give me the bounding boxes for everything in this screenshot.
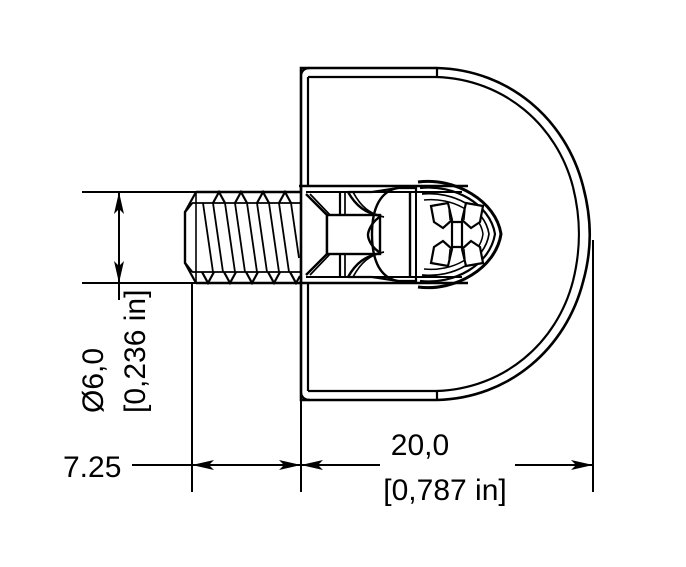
thread-crest-bot-4 (267, 271, 281, 286)
thread-length-label: 7.25 (63, 451, 121, 484)
thread-crest-bot-3 (245, 271, 259, 286)
phillips-head (417, 179, 503, 290)
housing-width-arrowhead-left (301, 460, 323, 470)
thread-crest-top-3 (256, 189, 270, 204)
phillips-cross-recess (429, 201, 485, 268)
thread-crest-bot-2 (223, 271, 237, 286)
housing-corner-fillet-bottom-left (299, 392, 311, 402)
thread-length-arrowhead-left (192, 460, 214, 470)
phillips-wing-upper-right (460, 201, 485, 230)
thread-crest-bot-5 (289, 271, 301, 286)
dimension-thread-length (132, 283, 302, 492)
phillips-wing-lower-left (429, 239, 454, 268)
cam-housing (299, 66, 592, 402)
diameter-primary-label: Ø6,0 (77, 348, 110, 413)
phillips-wing-upper-left (429, 201, 454, 230)
diameter-arrowhead-bottom (114, 261, 124, 283)
cam-shoulder-lower (348, 275, 399, 283)
thread-flank-1 (202, 202, 214, 273)
cam-barrel-outer-arc (370, 186, 399, 283)
bolt-tip-chamfer-lower (184, 262, 197, 284)
cam-flange-top (398, 186, 418, 193)
thread-flank-4 (234, 202, 246, 273)
phillips-offset-2 (463, 209, 466, 221)
bolt-tip-chamfer-upper (184, 191, 197, 213)
thread-flank-7 (268, 202, 280, 273)
phillips-head-rim-inner (421, 192, 490, 277)
thread-crest-top-1 (212, 189, 226, 204)
thread-flank-6 (256, 202, 268, 273)
cam-shoulder-upper (348, 186, 399, 194)
housing-width-primary-label: 20,0 (391, 429, 449, 462)
dimension-housing-width (301, 240, 594, 492)
housing-corner-fillet-top-left (299, 66, 311, 76)
threaded-bolt (183, 189, 301, 286)
housing-inner-wall-bottom (308, 280, 575, 393)
housing-inner-wall-right (571, 186, 581, 282)
cam-slot (299, 184, 468, 285)
thread-crest-top-2 (234, 189, 248, 204)
housing-outer-profile (299, 66, 592, 402)
housing-width-secondary-label: [0,787 in] (383, 474, 506, 507)
thread-length-arrowhead-right (279, 460, 301, 470)
phillips-wing-lower-right (460, 239, 485, 268)
phillips-center-square (450, 220, 464, 249)
housing-width-arrowhead-right (571, 460, 593, 470)
thread-flank-2 (212, 202, 224, 273)
bolt-thread-flanks (202, 202, 300, 273)
diameter-secondary-label: [0,236 in] (119, 290, 152, 413)
phillips-recess-offsets (448, 209, 466, 260)
housing-inner-wall-top (308, 75, 575, 188)
diameter-arrowhead-top (114, 192, 124, 214)
thread-crest-bot-1 (201, 271, 215, 286)
thread-crest-top-4 (278, 189, 292, 204)
dimension-diameter-vertical (82, 191, 200, 300)
phillips-offset-3 (448, 248, 451, 260)
cam-flange-bottom (398, 276, 418, 283)
thread-flank-9 (290, 202, 300, 259)
bolt-thread-crests-bottom (201, 271, 301, 286)
thread-flank-8 (278, 202, 290, 273)
phillips-head-rim-outer (417, 179, 503, 290)
bolt-thread-crests-top (212, 189, 292, 204)
phillips-offset-1 (448, 209, 451, 221)
thread-flank-3 (224, 202, 236, 273)
thread-flank-5 (246, 202, 258, 273)
phillips-offset-4 (463, 248, 466, 260)
phillips-head-rim-mid (419, 186, 497, 283)
